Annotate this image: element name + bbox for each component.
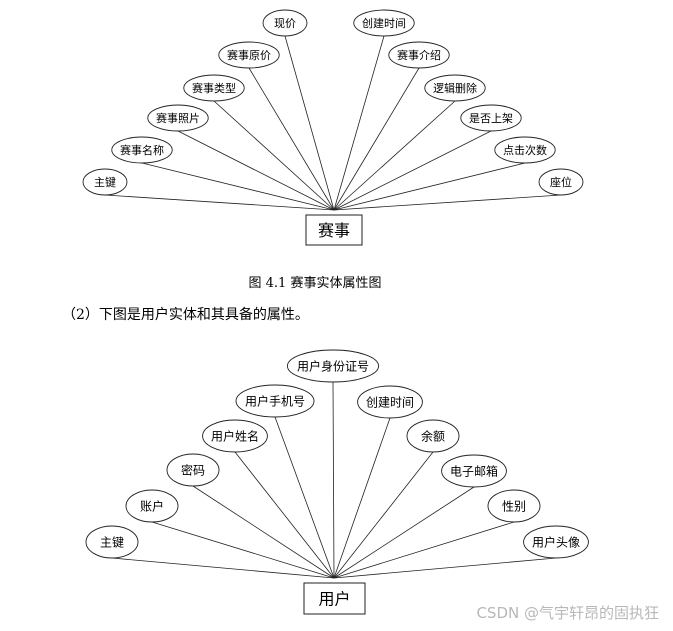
connector-line bbox=[333, 451, 434, 579]
attribute-label: 赛事名称 bbox=[120, 143, 164, 157]
connector-line bbox=[111, 557, 335, 579]
attribute-ellipse bbox=[183, 74, 245, 102]
entity-box bbox=[303, 582, 366, 615]
figure-caption: 图 4.1 赛事实体属性图 bbox=[248, 276, 382, 291]
connector-line bbox=[177, 130, 335, 211]
connector-line bbox=[213, 100, 335, 211]
connector-line bbox=[234, 451, 335, 579]
entity-box bbox=[305, 214, 363, 246]
connector-line bbox=[192, 485, 335, 579]
attribute-ellipse bbox=[218, 41, 280, 69]
intro-text: （2）下图是用户实体和其具备的属性。 bbox=[62, 307, 309, 323]
entity-label: 赛事 bbox=[318, 221, 350, 240]
attribute-label: 赛事类型 bbox=[192, 81, 236, 95]
attribute-label: 余额 bbox=[421, 428, 445, 443]
attribute-label: 赛事介绍 bbox=[397, 48, 441, 62]
connector-line bbox=[333, 162, 526, 211]
attribute-ellipse bbox=[538, 168, 584, 196]
attribute-label: 赛事照片 bbox=[156, 111, 200, 125]
attribute-ellipse bbox=[85, 525, 139, 559]
connector-line bbox=[333, 35, 385, 211]
connector-line bbox=[151, 521, 335, 579]
attribute-label: 创建时间 bbox=[366, 395, 414, 409]
connector-line bbox=[333, 417, 391, 579]
connector-line bbox=[333, 100, 456, 211]
attribute-ellipse bbox=[82, 168, 128, 196]
connector-line bbox=[274, 416, 335, 579]
connector-line bbox=[333, 486, 475, 579]
attribute-label: 性别 bbox=[502, 499, 526, 513]
attribute-ellipse bbox=[202, 419, 268, 453]
attribute-ellipse bbox=[353, 9, 415, 37]
attribute-ellipse bbox=[111, 136, 173, 164]
attribute-ellipse bbox=[388, 41, 450, 69]
attribute-ellipse bbox=[166, 453, 220, 487]
attribute-label: 用户头像 bbox=[532, 534, 580, 549]
attribute-label: 主键 bbox=[94, 175, 116, 189]
attribute-ellipse bbox=[235, 384, 315, 418]
attribute-label: 密码 bbox=[181, 462, 205, 477]
attribute-ellipse bbox=[357, 385, 423, 419]
attribute-label: 赛事原价 bbox=[227, 48, 271, 62]
connector-line bbox=[104, 194, 335, 211]
attribute-ellipse bbox=[262, 9, 308, 37]
connector-line bbox=[333, 194, 562, 211]
attribute-ellipse bbox=[406, 419, 460, 453]
attribute-label: 用户姓名 bbox=[211, 428, 259, 443]
attribute-label: 电子邮箱 bbox=[450, 463, 498, 478]
entity-diagram-event: 主键 赛事名称 赛事照片 赛事类型 赛事原价 现价 创建时间赛事介绍逻辑删除是否上架点击次数… bbox=[82, 9, 584, 246]
attribute-label: 用户身份证号 bbox=[297, 358, 369, 373]
attribute-ellipse bbox=[494, 136, 556, 164]
attribute-label: 用户手机号 bbox=[245, 393, 305, 408]
connector-line bbox=[332, 381, 335, 579]
attribute-ellipse bbox=[125, 489, 179, 523]
attribute-label: 现价 bbox=[274, 17, 296, 30]
connector-line bbox=[248, 67, 335, 211]
attribute-ellipse bbox=[487, 489, 541, 523]
attribute-ellipse bbox=[523, 525, 589, 559]
attribute-ellipse bbox=[460, 104, 522, 132]
attribute-label: 账户 bbox=[140, 498, 164, 513]
attribute-label: 是否上架 bbox=[469, 112, 513, 125]
connector-line bbox=[333, 521, 515, 579]
attribute-label: 创建时间 bbox=[362, 16, 406, 30]
attribute-ellipse bbox=[441, 454, 507, 488]
attribute-ellipse bbox=[147, 104, 209, 132]
connector-line bbox=[333, 130, 492, 211]
attribute-label: 点击次数 bbox=[503, 143, 547, 157]
attribute-ellipse bbox=[424, 74, 486, 102]
connector-line bbox=[333, 67, 420, 211]
connector-line bbox=[284, 35, 335, 211]
connector-line bbox=[333, 557, 557, 579]
attribute-ellipse bbox=[286, 349, 380, 383]
attribute-label: 逻辑删除 bbox=[433, 81, 477, 95]
attribute-label: 主键 bbox=[100, 535, 124, 549]
entity-label: 用户 bbox=[318, 590, 350, 609]
connector-line bbox=[141, 162, 335, 211]
attribute-label: 座位 bbox=[550, 175, 572, 189]
watermark: CSDN @气宇轩昂的固执狂 bbox=[476, 604, 659, 622]
